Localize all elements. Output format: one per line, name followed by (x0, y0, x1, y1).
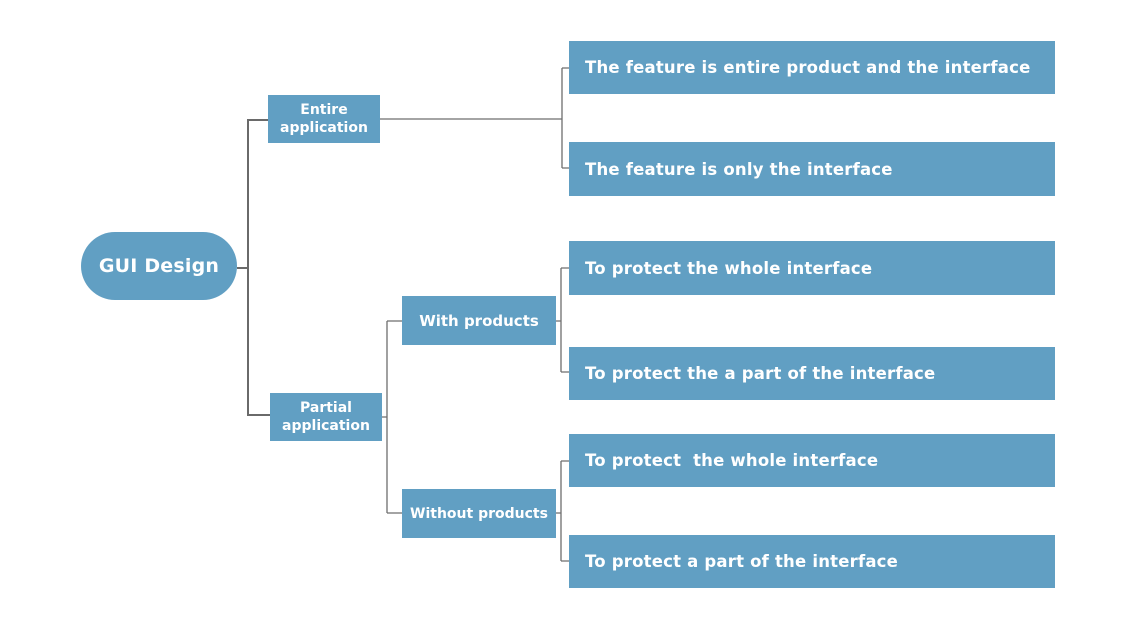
connector-without-products-leaves (556, 460, 569, 562)
leaf-node-without-products-whole-interface: To protect the whole interface (569, 434, 1055, 487)
leaf-node-with-products-whole-interface: To protect the whole interface (569, 241, 1055, 295)
leaf-node-with-products-part-interface: To protect the a part of the interface (569, 347, 1055, 400)
branch-node-with-products: With products (402, 296, 556, 345)
branch-node-label: Without products (410, 505, 548, 522)
branch-node-label: Partial application (282, 400, 370, 434)
connector-partial-subbranches (382, 320, 402, 514)
branch-node-label: With products (419, 311, 539, 330)
leaf-node-label: The feature is only the interface (585, 159, 893, 179)
connector-entire-leaves (380, 67, 569, 169)
leaf-node-label: To protect a part of the interface (585, 552, 899, 571)
branch-node-without-products: Without products (402, 489, 556, 538)
leaf-node-label: To protect the whole interface (585, 258, 873, 278)
root-node-gui-design: GUI Design (81, 232, 237, 300)
leaf-node-label: To protect the a part of the interface (585, 364, 936, 383)
branch-node-partial-application: Partial application (270, 393, 382, 441)
branch-node-label: Entire application (280, 102, 368, 136)
leaf-node-entire-product-and-interface: The feature is entire product and the in… (569, 41, 1055, 94)
connector-with-products-leaves (556, 267, 569, 373)
leaf-node-label: The feature is entire product and the in… (585, 58, 1031, 77)
root-node-label: GUI Design (98, 255, 220, 277)
leaf-node-only-interface: The feature is only the interface (569, 142, 1055, 196)
leaf-node-without-products-part-interface: To protect a part of the interface (569, 535, 1055, 588)
branch-node-entire-application: Entire application (268, 95, 380, 143)
connector-root-partial (247, 268, 270, 416)
connector-root-entire (237, 119, 268, 269)
leaf-node-label: To protect the whole interface (585, 451, 879, 470)
